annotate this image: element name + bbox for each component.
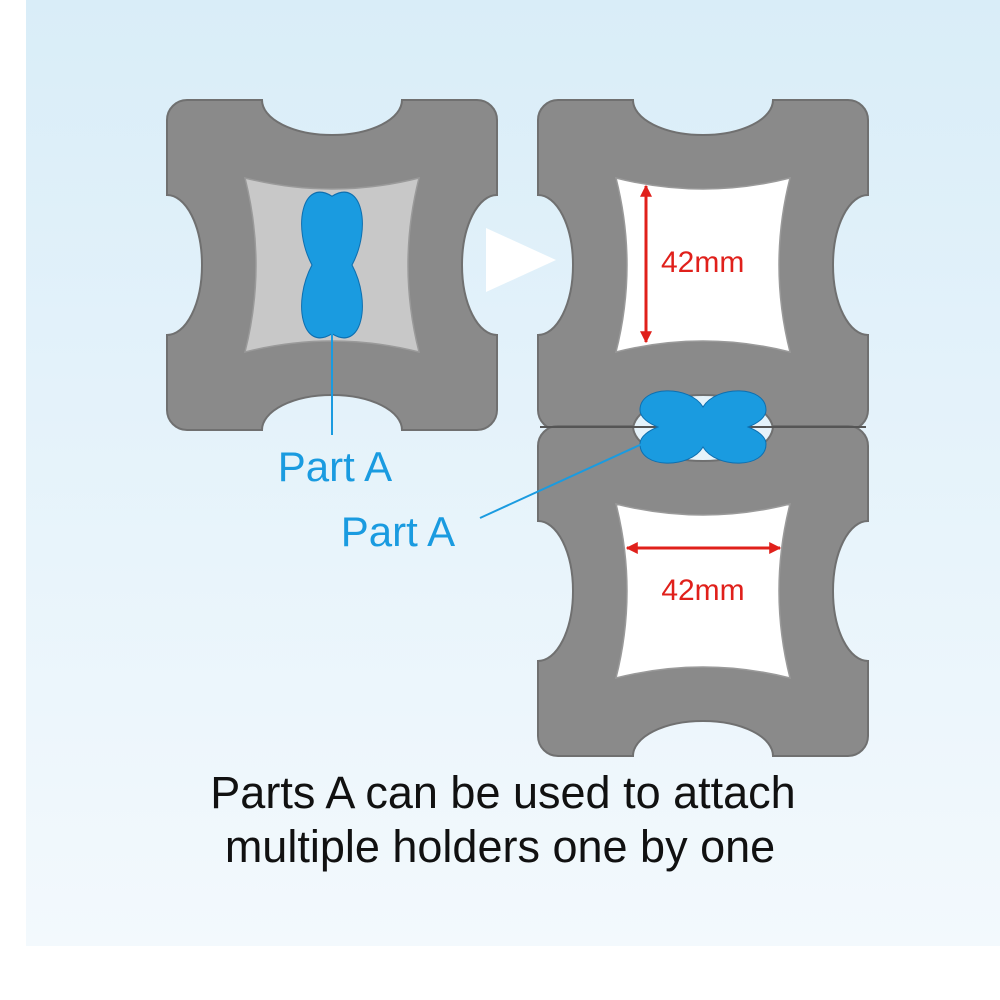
dimension-vertical-label: 42mm <box>661 246 744 279</box>
caption-line-2: multiple holders one by one <box>225 821 775 872</box>
caption-line-1: Parts A can be used to attach <box>210 767 795 818</box>
part-a-horizontal <box>639 390 767 464</box>
label-part-a-right: Part A <box>341 508 455 555</box>
leader-line-right <box>479 443 643 519</box>
transition-arrow-icon <box>486 228 556 292</box>
label-part-a-left: Part A <box>278 443 392 490</box>
dimension-horizontal-label: 42mm <box>661 574 744 607</box>
